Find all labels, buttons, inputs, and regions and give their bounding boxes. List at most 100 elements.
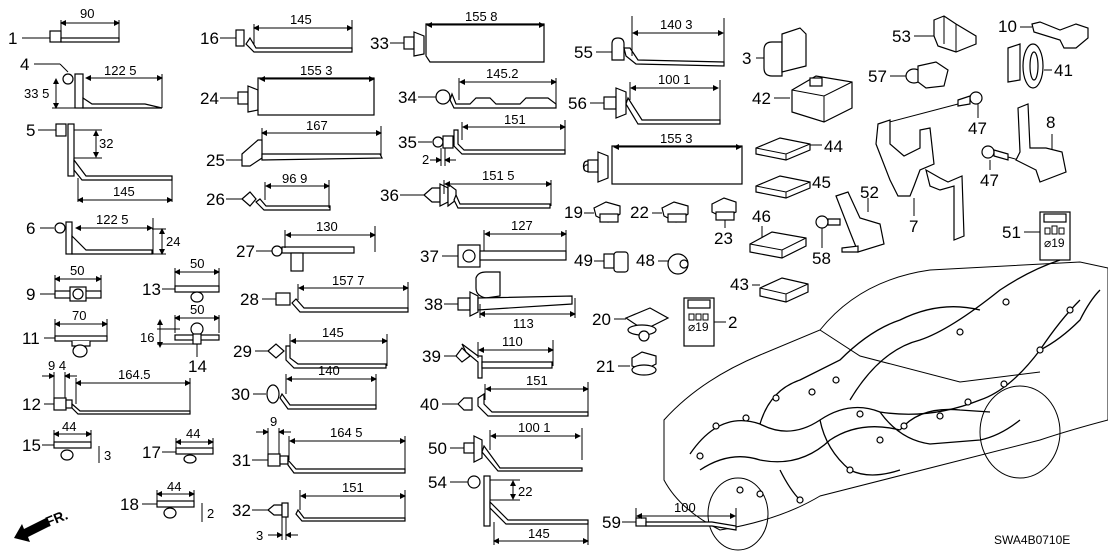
callout-3: 3 <box>742 49 751 68</box>
part-10[interactable]: 10 <box>998 17 1089 49</box>
part-41[interactable]: 41 <box>1007 43 1073 89</box>
callout-25: 25 <box>206 151 225 170</box>
callout-40: 40 <box>420 395 439 414</box>
part-51[interactable]: 51 ⌀19 <box>1002 211 1071 261</box>
part-56[interactable]: 56 100 1 <box>568 72 721 125</box>
part-34[interactable]: 34 145.2 <box>398 66 557 109</box>
callout-50: 50 <box>428 439 447 458</box>
part-25[interactable]: 25 167 <box>206 118 383 170</box>
part-38[interactable]: 38 113 <box>424 271 576 331</box>
part-24[interactable]: 24 155 3 <box>200 63 375 116</box>
callout-31: 31 <box>232 451 251 470</box>
part-39[interactable]: 39 110 <box>422 334 554 379</box>
part-22[interactable]: 22 <box>630 201 689 223</box>
callout-19: 19 <box>564 203 583 222</box>
part-12[interactable]: 12 9 4 164.5 <box>22 358 191 415</box>
part-57[interactable]: 57 <box>868 61 949 89</box>
part-6[interactable]: 6 122 5 24 <box>26 212 180 255</box>
part-19[interactable]: 19 <box>564 201 621 223</box>
dim-29-length: 145 <box>322 325 344 340</box>
part-46[interactable]: 46 <box>749 207 807 259</box>
part-43[interactable]: 43 <box>730 275 809 303</box>
part-20[interactable]: 20 <box>592 307 670 342</box>
part-42[interactable]: 42 <box>752 75 853 123</box>
part-3[interactable]: 3 <box>742 27 807 77</box>
callout-32: 32 <box>232 501 251 520</box>
part-60[interactable]: 60 155 3 <box>582 131 743 185</box>
part-14[interactable]: 14 50 16 <box>140 302 220 376</box>
part-54[interactable]: 54 22 145 <box>428 473 589 545</box>
part-23[interactable]: 23 <box>711 197 737 248</box>
callout-9: 9 <box>26 285 35 304</box>
part-27[interactable]: 27 130 <box>236 219 376 272</box>
dim-18-length: 44 <box>167 479 181 494</box>
callout-11: 11 <box>22 329 40 348</box>
part-35[interactable]: 35 151 2 <box>398 112 566 167</box>
callout-46: 46 <box>752 207 771 226</box>
dim-34-length: 145.2 <box>486 66 519 81</box>
part-53[interactable]: 53 <box>892 15 977 53</box>
part-16[interactable]: 16 145 <box>200 12 353 53</box>
callout-47-lower: 47 <box>980 171 999 190</box>
part-45[interactable]: 45 <box>755 173 831 199</box>
callout-41: 41 <box>1054 61 1073 80</box>
callout-1: 1 <box>8 29 17 48</box>
dim-1-length: 90 <box>80 6 94 21</box>
dim-11-length: 70 <box>72 308 86 323</box>
part-52[interactable]: 52 <box>835 183 885 253</box>
part-49[interactable]: 49 <box>574 251 629 273</box>
part-26[interactable]: 26 96 9 <box>206 171 331 211</box>
part-9[interactable]: 9 50 <box>26 263 102 304</box>
part-21[interactable]: 21 <box>596 351 657 376</box>
part-50[interactable]: 50 100 1 <box>428 420 583 472</box>
part-7[interactable]: 7 <box>875 119 965 241</box>
part-5[interactable]: 5 32 145 <box>26 121 173 203</box>
part-17[interactable]: 17 44 <box>142 426 214 464</box>
dim-5-height: 32 <box>99 136 113 151</box>
dim-31-offset: 9 <box>270 414 277 429</box>
part-2[interactable]: ⌀19 2 <box>683 297 737 347</box>
part-30[interactable]: 30 140 <box>231 363 377 410</box>
part-55[interactable]: 55 140 3 <box>574 16 725 67</box>
callout-35: 35 <box>398 133 417 152</box>
part-29[interactable]: 29 145 <box>233 325 388 369</box>
callout-6: 6 <box>26 219 35 238</box>
callout-53: 53 <box>892 27 911 46</box>
part-40[interactable]: 40 151 <box>420 373 589 417</box>
dim-9-length: 50 <box>70 263 84 278</box>
callout-23: 23 <box>714 229 733 248</box>
dim-32-length: 151 <box>342 480 364 495</box>
part-1[interactable]: 1 90 <box>8 6 120 48</box>
dim-6-length: 122 5 <box>96 212 129 227</box>
part-48[interactable]: 48 <box>636 251 689 275</box>
part-4[interactable]: 4 122 5 33 5 <box>20 55 163 109</box>
part-32[interactable]: 32 151 3 <box>232 480 406 543</box>
part-13[interactable]: 13 50 <box>142 256 220 303</box>
part-44[interactable]: 44 <box>755 137 843 161</box>
part-58[interactable]: 58 <box>812 215 841 268</box>
part-8[interactable]: 8 <box>1015 103 1067 183</box>
dim-4-height: 33 5 <box>24 86 49 101</box>
dim-28-length: 157 7 <box>332 273 365 288</box>
part-59[interactable]: 59 100 <box>602 500 737 532</box>
part-15[interactable]: 15 44 3 <box>22 419 111 463</box>
dim-38-length: 113 <box>513 316 534 331</box>
part-37[interactable]: 37 127 <box>420 218 567 268</box>
dim-37-length: 127 <box>511 218 533 233</box>
dim-56-length: 100 1 <box>658 72 691 87</box>
dim-12-offset: 9 4 <box>48 358 66 373</box>
part-31[interactable]: 31 9 164 5 <box>232 414 406 474</box>
part-28[interactable]: 28 157 7 <box>240 273 409 313</box>
part-18[interactable]: 18 44 2 <box>120 479 214 522</box>
front-direction-indicator: FR. <box>14 506 70 542</box>
callout-29: 29 <box>233 342 252 361</box>
callout-38: 38 <box>424 295 443 314</box>
part-11[interactable]: 11 70 <box>22 308 108 358</box>
part-36[interactable]: 36 151 5 <box>380 168 552 209</box>
part-33[interactable]: 33 155 8 <box>370 9 545 63</box>
callout-43: 43 <box>730 275 749 294</box>
part-47-upper[interactable]: 47 <box>881 91 987 138</box>
callout-44: 44 <box>824 137 843 156</box>
